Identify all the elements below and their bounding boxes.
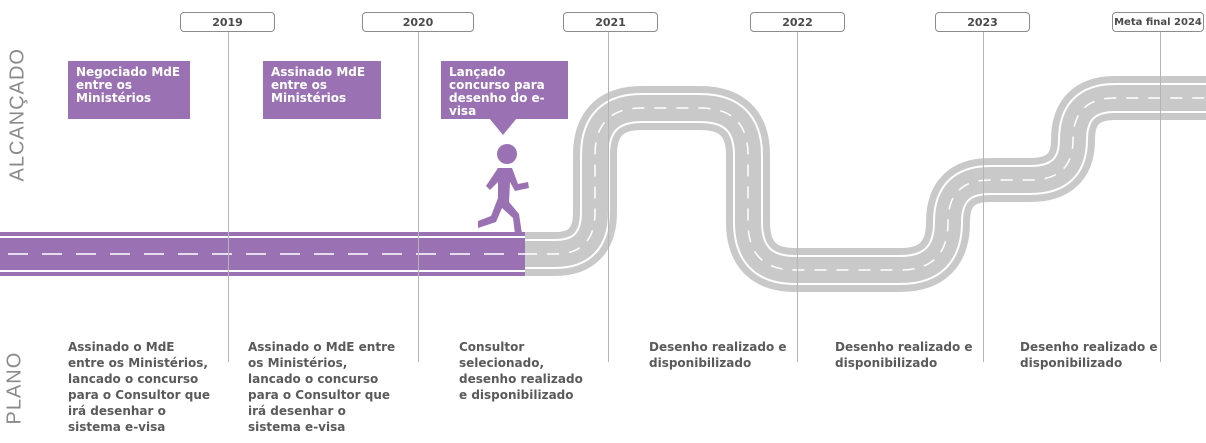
future-road <box>525 76 1206 292</box>
year-line-2022 <box>797 32 798 362</box>
callout-pointer <box>489 118 517 135</box>
year-line-2021 <box>608 32 609 362</box>
year-line-2023 <box>983 32 984 362</box>
plan-item: Desenho realizado e disponibilizado <box>1020 340 1158 370</box>
achieved-item: Negociado MdE entre os Ministérios <box>68 61 190 119</box>
achieved-callout: Lançado concurso para desenho do e-visa <box>441 61 568 119</box>
year-label: 2023 <box>935 12 1030 32</box>
runner-icon <box>478 144 529 234</box>
side-label-achieved: ALCANÇADO <box>6 48 29 182</box>
year-line-2019 <box>228 32 229 362</box>
year-label: Meta final 2024 <box>1112 12 1204 32</box>
achieved-item: Assinado MdE entre os Ministérios <box>263 61 381 119</box>
plan-item: Assinado o MdE entre os Ministérios, lan… <box>68 340 211 434</box>
year-label: 2020 <box>362 12 474 32</box>
plan-item: Desenho realizado e disponibilizado <box>649 340 787 370</box>
year-line-2024 <box>1160 32 1161 362</box>
plan-item: Assinado o MdE entre os Ministérios, lan… <box>248 340 396 434</box>
year-label: 2019 <box>180 12 275 32</box>
year-label: 2022 <box>750 12 845 32</box>
plan-item: Consultor selecionado, desenho realizado… <box>459 340 583 402</box>
side-label-plan: PLANO <box>3 351 26 425</box>
year-line-2020 <box>418 32 419 362</box>
year-label: 2021 <box>563 12 658 32</box>
plan-item: Desenho realizado e disponibilizado <box>835 340 973 370</box>
progress-road <box>0 232 525 276</box>
